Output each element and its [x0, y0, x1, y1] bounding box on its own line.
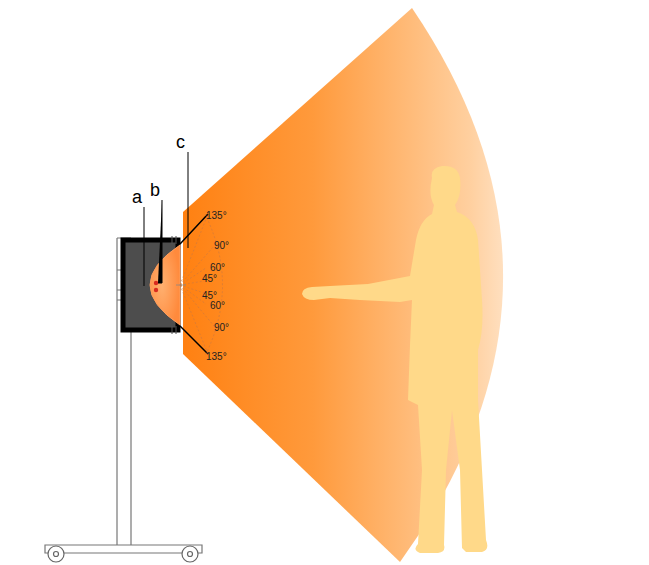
angle-label: 135°: [206, 352, 227, 362]
stand-frame: [45, 238, 202, 553]
focus-dot: [154, 288, 158, 292]
angle-guides: [180, 214, 223, 356]
angle-label: 45°: [202, 274, 217, 284]
leader-lines: [144, 152, 188, 286]
radiation-cone: [183, 8, 503, 562]
angle-label: 60°: [210, 301, 225, 311]
focus-arrow: [176, 285, 186, 286]
stand-wheels: [48, 546, 198, 562]
reflector: [150, 245, 180, 325]
angle-label: 90°: [214, 241, 229, 251]
angle-label: 60°: [210, 263, 225, 273]
angle-label: 45°: [202, 291, 217, 301]
focus-dot: [154, 281, 158, 285]
angle-label: 90°: [214, 323, 229, 333]
person-silhouette: [302, 166, 487, 553]
part-letter: b: [150, 181, 160, 199]
part-letter: a: [132, 188, 142, 206]
angle-label: 135°: [206, 211, 227, 221]
part-letter: c: [176, 133, 185, 151]
